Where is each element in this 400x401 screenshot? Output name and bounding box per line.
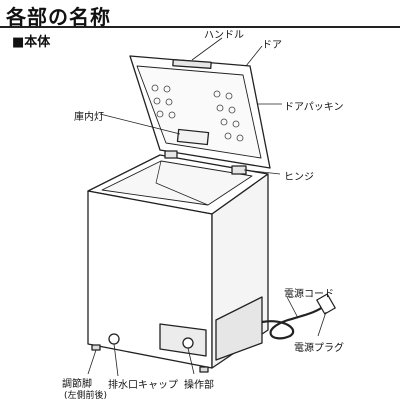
- label-adjust-foot-note: (左側前後): [64, 391, 108, 401]
- label-drain-cap: 排水口キャップ: [108, 380, 178, 391]
- label-control-panel: 操作部: [184, 380, 214, 391]
- control-panel-shape: [159, 323, 207, 357]
- label-door: ドア: [262, 40, 282, 51]
- door-inner-panel: [136, 65, 262, 159]
- door-pattern: [151, 84, 244, 142]
- control-knob: [182, 337, 194, 349]
- drain-cap-shape: [108, 333, 120, 345]
- label-handle: ハンドル: [204, 30, 244, 41]
- adjust-foot-shape: [91, 344, 101, 351]
- power-plug-shape: [315, 293, 337, 315]
- label-adjust-foot: 調節脚: [62, 379, 92, 390]
- label-interior-light: 庫内灯: [74, 112, 104, 123]
- label-hinge: ヒンジ: [284, 172, 314, 183]
- label-door-gasket: ドアパッキン: [284, 102, 344, 113]
- page-title: 各部の名称: [6, 5, 111, 29]
- cabinet-opening: [101, 160, 253, 206]
- label-power-plug: 電源プラグ: [294, 343, 344, 354]
- handle-shape: [172, 59, 212, 69]
- hinge-shape: [231, 165, 247, 175]
- power-cord-shape: [261, 304, 326, 340]
- leader-lines: [87, 37, 327, 377]
- interior-light-shape: [176, 128, 210, 146]
- rear-vent: [215, 296, 263, 361]
- section-label: ■本体: [12, 35, 51, 50]
- header-bar: 各部の名称: [0, 0, 400, 29]
- label-power-cord: 電源コード: [284, 289, 334, 300]
